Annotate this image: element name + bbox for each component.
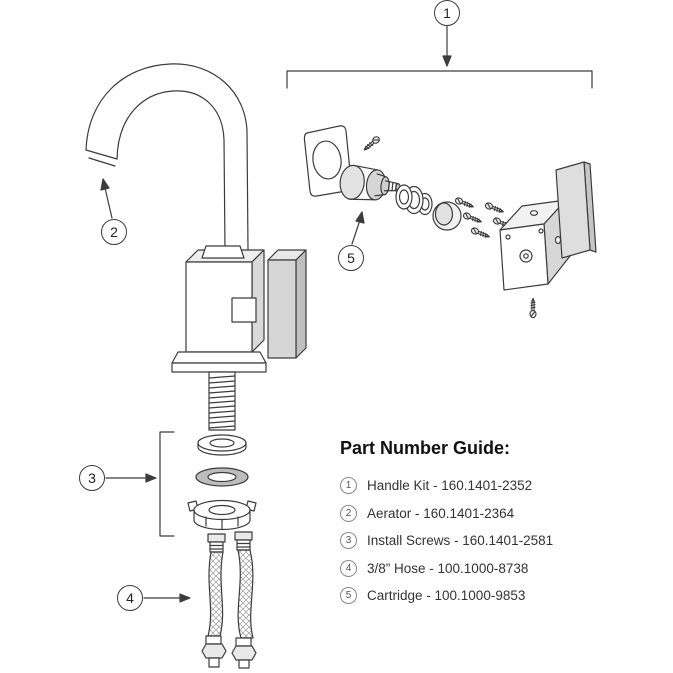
supply-hoses: [201, 531, 257, 669]
part-number-guide: Part Number Guide: 1 Handle Kit - 160.14…: [340, 438, 655, 610]
seal-rings: [395, 184, 433, 216]
callout-2: 2: [101, 219, 127, 245]
part-label: 3/8” Hose - 100.1000-8738: [367, 560, 529, 576]
part-row-aerator: 2 Aerator - 160.1401-2364: [340, 500, 655, 528]
part-number-badge: 2: [340, 504, 357, 522]
part-row-cartridge: 5 Cartridge - 100.1000-9853: [340, 582, 655, 610]
faucet-body: [185, 245, 265, 353]
guide-title: Part Number Guide:: [340, 438, 511, 458]
part-row-handle-kit: 1 Handle Kit - 160.1401-2352: [340, 472, 655, 500]
mounting-shank: [208, 371, 236, 431]
callout-4: 4: [117, 585, 143, 611]
part-label: Aerator - 160.1401-2364: [367, 505, 515, 521]
part-row-install-screws: 3 Install Screws - 160.1401-2581: [340, 527, 655, 555]
part-row-hose: 4 3/8” Hose - 100.1000-8738: [340, 555, 655, 583]
faucet-spout: [85, 63, 249, 251]
part-label: Handle Kit - 160.1401-2352: [367, 478, 533, 494]
part-number-badge: 4: [340, 559, 357, 577]
cartridge: [339, 164, 401, 201]
part-label: Cartridge - 100.1000-9853: [367, 588, 526, 604]
part-label: Install Screws - 160.1401-2581: [367, 533, 554, 549]
faucet-base: [171, 351, 267, 373]
index-cap: [432, 201, 462, 231]
callout-1: 1: [434, 0, 460, 26]
handle-plate: [555, 161, 597, 259]
callout-3: 3: [79, 465, 105, 491]
valve-screw: [529, 297, 537, 319]
washer-stack: [187, 434, 257, 531]
part-number-badge: 1: [340, 477, 357, 495]
faucet-handle: [267, 249, 307, 359]
part-number-badge: 3: [340, 532, 357, 550]
handle-screw: [361, 134, 382, 153]
part-number-badge: 5: [340, 587, 357, 605]
callout-lines: [100, 25, 593, 603]
callout-5: 5: [338, 245, 364, 271]
